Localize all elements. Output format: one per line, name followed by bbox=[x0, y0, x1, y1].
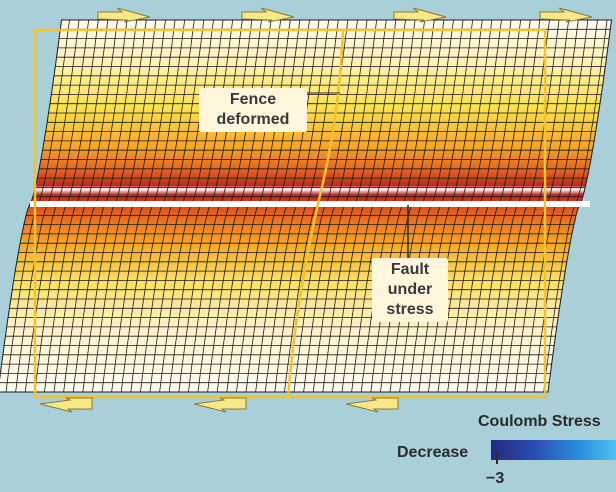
legend-tick-mark bbox=[496, 452, 498, 464]
fault-label-line-2: under bbox=[387, 281, 433, 298]
fault-line bbox=[30, 201, 590, 207]
legend-title: Coulomb Stress bbox=[478, 413, 601, 430]
fault-under-stress-label: Fault under stress bbox=[372, 258, 448, 322]
slip-arrow-bottom-1 bbox=[39, 397, 93, 413]
slip-arrow-top-1 bbox=[97, 7, 151, 23]
fence-outline bbox=[33, 28, 547, 399]
fault-label-line-3: stress bbox=[386, 301, 434, 318]
legend-min-value: −3 bbox=[486, 470, 505, 487]
slip-arrow-bottom-3 bbox=[345, 397, 399, 413]
slip-arrow-top-3 bbox=[393, 7, 447, 23]
legend-color-bar bbox=[491, 440, 616, 460]
slip-arrows-top bbox=[97, 7, 593, 23]
slip-arrow-bottom-2 bbox=[193, 397, 247, 413]
fence-label-line-2: deformed bbox=[216, 111, 290, 128]
legend-decrease-label: Decrease bbox=[397, 444, 469, 461]
fence-deformed-label: Fence deformed bbox=[199, 88, 307, 132]
slip-arrow-top-2 bbox=[241, 7, 295, 23]
slip-arrow-top-4 bbox=[539, 7, 593, 23]
fault-label-line-1: Fault bbox=[390, 261, 430, 278]
grid-outline bbox=[0, 19, 613, 393]
slip-arrows-bottom bbox=[39, 397, 399, 413]
fence-label-line-1: Fence bbox=[229, 91, 277, 108]
